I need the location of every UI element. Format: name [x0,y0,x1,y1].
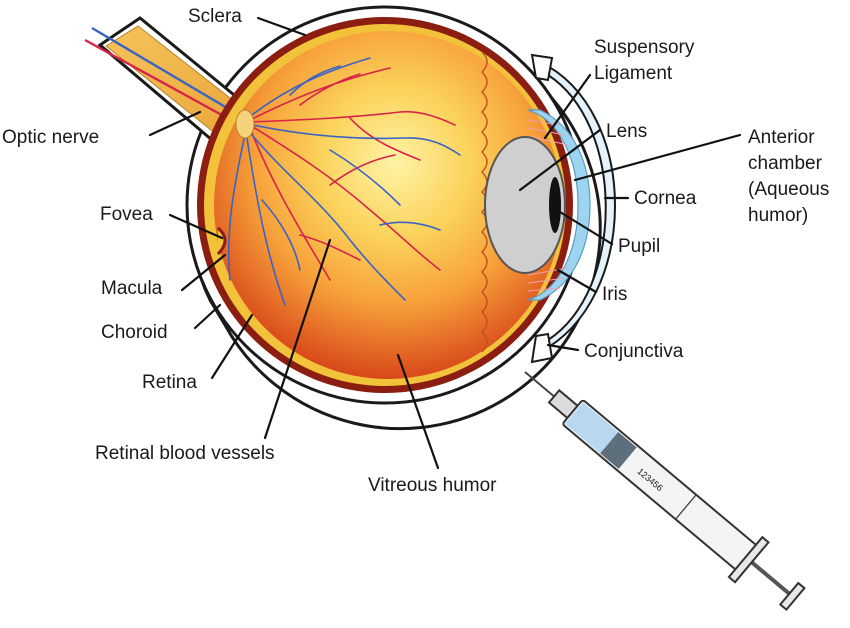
label-anterior-line4: humor) [748,205,808,226]
pupil-graphic [549,177,561,233]
optic-disc [236,110,254,138]
label-conjunctiva: Conjunctiva [584,341,684,362]
label-anterior-line3: (Aqueous [748,179,829,200]
label-sclera: Sclera [188,6,242,27]
label-pupil: Pupil [618,236,660,257]
conjunctiva-lower [532,334,552,362]
syringe-graphic: 123456 [508,352,812,619]
label-fovea: Fovea [100,204,153,225]
label-suspensory-line1: Suspensory [594,37,695,58]
label-retinal-blood-vessels: Retinal blood vessels [95,443,275,464]
label-iris: Iris [602,284,627,305]
label-anterior-line1: Anterior [748,127,815,148]
label-optic-nerve: Optic nerve [2,127,99,148]
label-lens: Lens [606,121,647,142]
leader-choroid [195,305,220,328]
label-retina: Retina [142,372,197,393]
conjunctiva-upper [532,55,552,80]
label-anterior-line2: chamber [748,153,823,174]
label-cornea: Cornea [634,188,697,209]
label-macula: Macula [101,278,163,299]
label-choroid: Choroid [101,322,168,343]
label-suspensory-line2: Ligament [594,63,673,84]
label-vitreous-humor: Vitreous humor [368,475,497,496]
